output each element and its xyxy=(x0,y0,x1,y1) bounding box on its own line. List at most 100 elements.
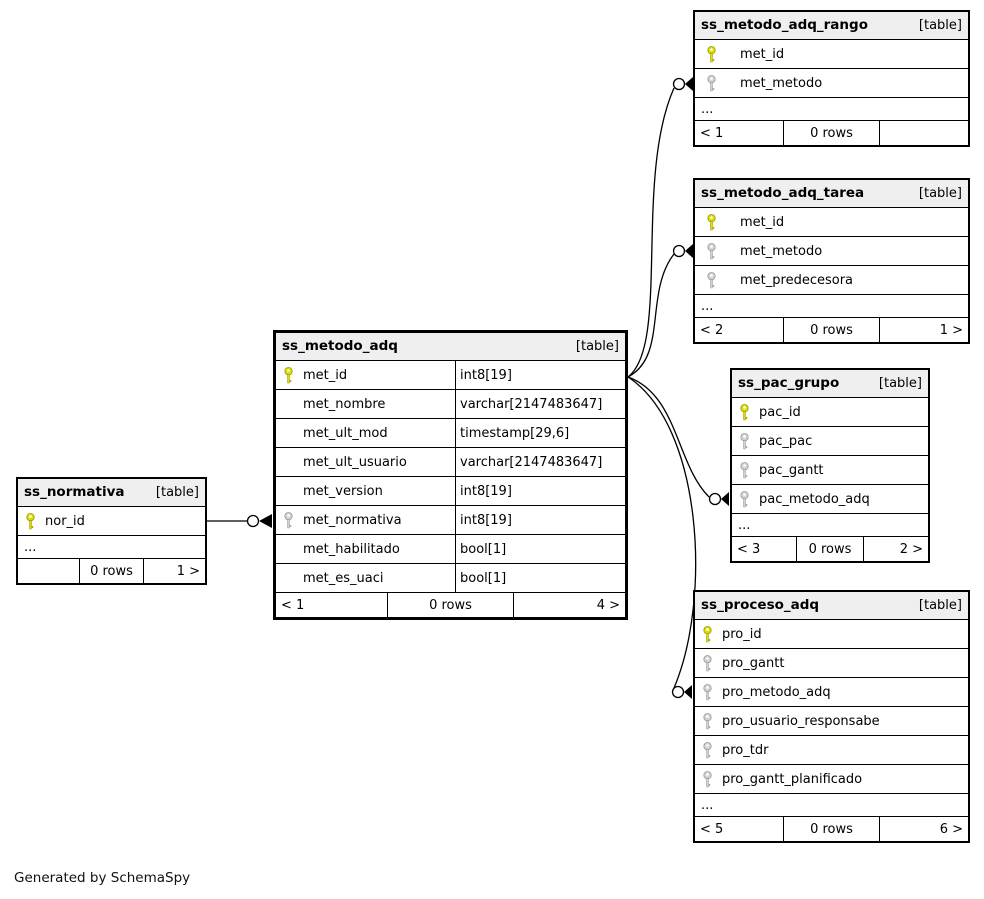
table-node-ss-metodo-adq-tarea[interactable]: ss_metodo_adq_tarea[table] met_id met_meto… xyxy=(693,178,970,344)
column-row: pro_metodo_adq xyxy=(695,678,968,707)
table-header[interactable]: ss_proceso_adq[table] xyxy=(695,592,968,620)
column-row: met_metodo xyxy=(695,69,968,98)
column-type: int8[19] xyxy=(460,512,512,528)
primary-key-icon xyxy=(707,45,716,62)
key-icon-slot xyxy=(283,366,303,384)
column-name: met_ult_usuario xyxy=(303,454,407,470)
column-type: varchar[2147483647] xyxy=(460,396,603,412)
table-type-tag: [table] xyxy=(575,339,619,354)
column-name-cell: pac_metodo_adq xyxy=(732,485,928,513)
column-row: met_id xyxy=(695,208,968,237)
column-name-cell: pro_metodo_adq xyxy=(695,678,968,706)
column-name: met_normativa xyxy=(303,512,402,528)
key-icon-slot xyxy=(739,461,759,479)
table-header[interactable]: ss_pac_grupo[table] xyxy=(732,370,928,398)
key-icon-slot xyxy=(706,271,740,289)
column-name-cell: met_predecesora xyxy=(695,266,968,294)
key-icon-slot xyxy=(25,512,45,530)
column-name: pro_id xyxy=(722,626,762,642)
column-type: bool[1] xyxy=(460,541,507,557)
column-type: bool[1] xyxy=(460,570,507,586)
column-name: met_metodo xyxy=(740,75,823,91)
footer-row-count: 0 rows xyxy=(782,318,881,342)
table-name: ss_proceso_adq xyxy=(701,596,820,613)
column-row: pro_gantt xyxy=(695,649,968,678)
column-row: pac_pac xyxy=(732,427,928,456)
footer-parent-count: < 5 xyxy=(700,821,724,837)
column-name-cell: pro_tdr xyxy=(695,736,968,764)
column-row: pac_id xyxy=(732,398,928,427)
footer-row-count: 0 rows xyxy=(782,817,881,841)
column-row: met_normativa int8[19] xyxy=(276,506,625,535)
column-name-cell: met_normativa xyxy=(276,506,456,534)
relationship-ss_normativa-ss_metodo_adq xyxy=(207,514,272,528)
table-header[interactable]: ss_metodo_adq_tarea[table] xyxy=(695,180,968,208)
key-icon-slot xyxy=(706,242,740,260)
primary-key-icon xyxy=(707,213,716,230)
key-icon-slot xyxy=(706,74,740,92)
column-type: varchar[2147483647] xyxy=(460,454,603,470)
table-header[interactable]: ss_normativa[table] xyxy=(18,479,205,507)
key-icon-slot xyxy=(702,625,722,643)
table-name: ss_metodo_adq_rango xyxy=(701,16,868,33)
column-name: met_nombre xyxy=(303,396,386,412)
footer-parent-count: < 3 xyxy=(737,541,761,557)
relationship-ss_metodo_adq-ss_pac_grupo xyxy=(627,376,729,506)
column-name-cell: met_ult_mod xyxy=(276,419,456,447)
table-header[interactable]: ss_metodo_adq [table] xyxy=(276,333,625,361)
footer-children-count: 6 > xyxy=(939,821,963,837)
column-name: pac_pac xyxy=(759,433,813,449)
generator-credit: Generated by SchemaSpy xyxy=(14,870,191,886)
primary-key-icon xyxy=(740,403,749,420)
table-name: ss_normativa xyxy=(24,483,125,500)
column-name-cell: pro_id xyxy=(695,620,968,648)
column-name-cell: pac_gantt xyxy=(732,456,928,484)
column-row: pac_metodo_adq xyxy=(732,485,928,514)
table-node-ss-metodo-adq-rango[interactable]: ss_metodo_adq_rango[table]met_id met_meto… xyxy=(693,10,970,147)
ellipsis-row: ... xyxy=(695,295,968,318)
column-name-cell: met_metodo xyxy=(695,237,968,265)
footer-parent-count: < 2 xyxy=(700,322,724,338)
key-icon-slot xyxy=(706,213,740,231)
column-name: met_metodo xyxy=(740,243,823,259)
primary-key-icon xyxy=(26,512,35,529)
foreign-key-icon xyxy=(707,242,716,259)
column-name: pro_tdr xyxy=(722,742,769,758)
key-icon-slot xyxy=(739,432,759,450)
column-row: pro_usuario_responsabe xyxy=(695,707,968,736)
column-name: met_es_uaci xyxy=(303,570,384,586)
column-name-cell: met_version xyxy=(276,477,456,505)
column-name-cell: met_id xyxy=(276,361,456,389)
foreign-key-icon xyxy=(703,770,712,787)
column-name: met_id xyxy=(740,214,785,230)
key-icon-slot xyxy=(706,45,740,63)
column-name-cell: met_ult_usuario xyxy=(276,448,456,476)
column-row: pro_tdr xyxy=(695,736,968,765)
column-row: met_id xyxy=(695,40,968,69)
column-type: int8[19] xyxy=(460,483,512,499)
column-name: pac_metodo_adq xyxy=(759,491,870,507)
footer-parent-count: < 1 xyxy=(700,125,724,141)
ellipsis-row: ... xyxy=(18,536,205,559)
footer-children-count: 2 > xyxy=(899,541,923,557)
table-name: ss_metodo_adq xyxy=(282,337,398,354)
column-name: pac_id xyxy=(759,404,801,420)
table-node-ss-pac-grupo[interactable]: ss_pac_grupo[table] pac_id pac_pac pac_gant… xyxy=(730,368,930,563)
column-row: met_es_uaci bool[1] xyxy=(276,564,625,593)
footer-row-count: 0 rows xyxy=(782,121,881,145)
table-header[interactable]: ss_metodo_adq_rango[table] xyxy=(695,12,968,40)
ellipsis-row: ... xyxy=(695,794,968,817)
column-name: met_ult_mod xyxy=(303,425,388,441)
footer-row-count: 0 rows xyxy=(795,537,865,561)
column-name: met_predecesora xyxy=(740,272,854,288)
footer-children-count xyxy=(880,121,968,145)
